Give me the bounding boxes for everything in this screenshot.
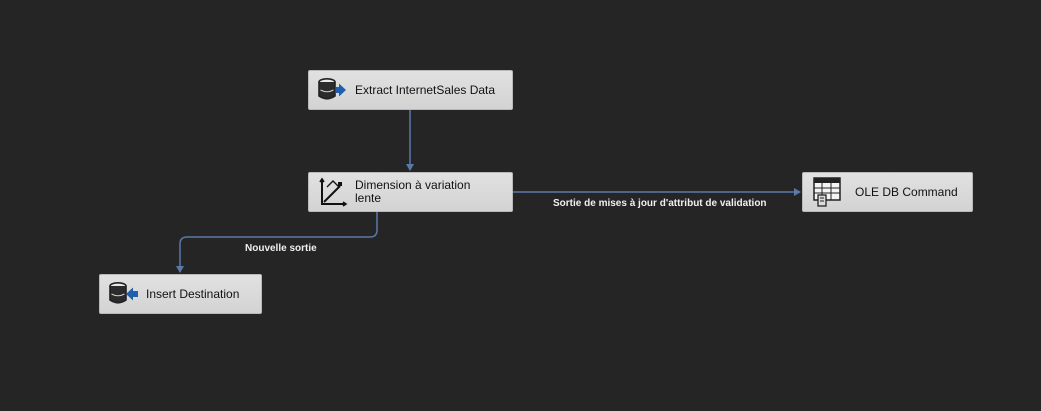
- node-label: Dimension à variation lente: [355, 178, 471, 205]
- node-label: Extract InternetSales Data: [355, 82, 496, 97]
- ole-db-source-icon: [315, 72, 351, 108]
- slowly-changing-dimension-icon: [315, 174, 351, 210]
- node-insert-destination[interactable]: Insert Destination: [99, 274, 262, 314]
- ole-db-destination-icon: [106, 276, 142, 312]
- node-extract-internetsales[interactable]: Extract InternetSales Data: [308, 70, 513, 110]
- node-label: Insert Destination: [146, 286, 240, 301]
- path-label-sortie-mises-a-jour: Sortie de mises à jour d'attribut de val…: [553, 198, 767, 209]
- node-label: OLE DB Command: [855, 184, 958, 199]
- ole-db-command-icon: [809, 174, 845, 210]
- node-ole-db-command[interactable]: OLE DB Command: [802, 172, 973, 212]
- path-label-nouvelle-sortie: Nouvelle sortie: [245, 243, 317, 254]
- node-slowly-changing-dimension[interactable]: Dimension à variation lente: [308, 172, 513, 212]
- path-scd-to-insert[interactable]: [176, 212, 378, 273]
